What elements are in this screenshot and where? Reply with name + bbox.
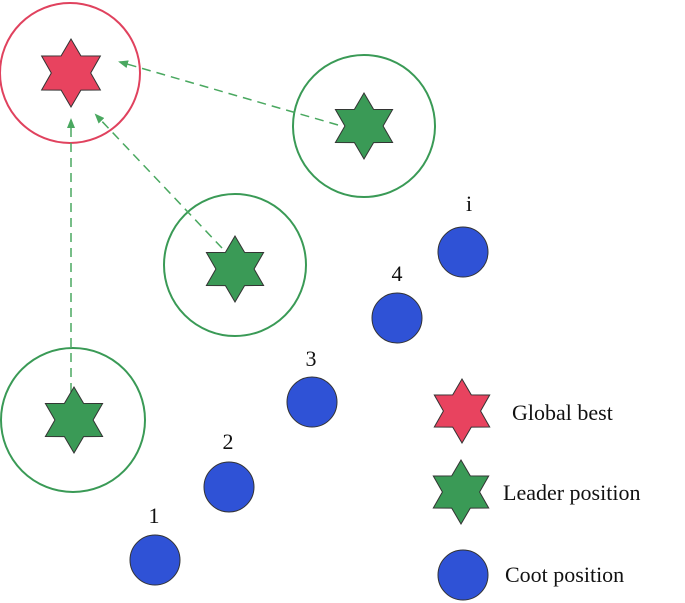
coot-label-3: 3: [306, 346, 317, 371]
coot-circle-1: [129, 534, 181, 586]
coot-label-i: i: [466, 191, 472, 216]
leader-star-icon-1: [334, 92, 394, 160]
arrow-leader1-to-global: [118, 60, 339, 126]
coot-circle-3: [286, 376, 338, 428]
coot-circle-i: [437, 226, 489, 278]
coot-label-4: 4: [392, 261, 403, 286]
leader-star-icon-3: [44, 386, 104, 454]
leader-circle-2: [163, 193, 307, 337]
coot-label-1: 1: [149, 503, 160, 528]
arrow-leader2-to-global: [94, 113, 223, 249]
legend-coot-label: Coot position: [505, 562, 624, 587]
coot-label-2: 2: [223, 429, 234, 454]
legend-leader-star-icon: [432, 459, 490, 525]
global-best-star-icon: [40, 38, 102, 108]
legend-coot-circle-icon: [437, 549, 489, 601]
legend-global-best-label: Global best: [512, 400, 613, 425]
global-best-circle: [0, 2, 141, 144]
leader-circle-3: [0, 347, 146, 493]
coot-circle-4: [371, 292, 423, 344]
legend-leader-label: Leader position: [503, 480, 640, 505]
leader-circle-1: [292, 54, 436, 198]
leader-star-icon-2: [205, 235, 265, 303]
legend: Global best Leader position Coot positio…: [432, 378, 640, 601]
legend-global-best-star-icon: [433, 378, 491, 444]
coot-circle-2: [203, 461, 255, 513]
